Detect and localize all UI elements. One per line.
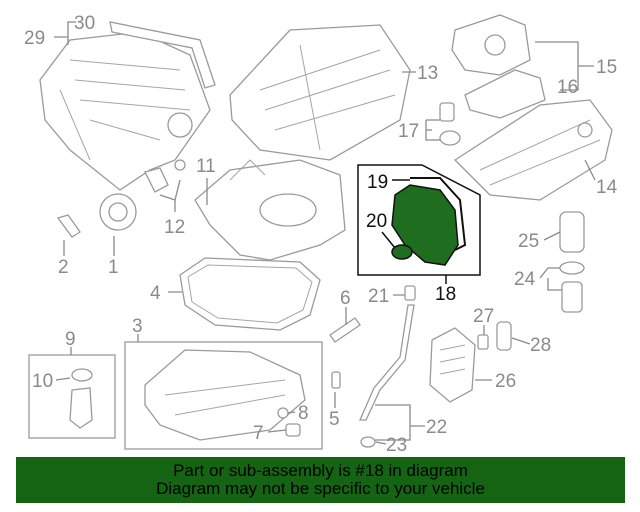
callout-14[interactable]: 14	[596, 177, 618, 198]
callout-15[interactable]: 15	[596, 57, 617, 78]
part-3-callout-box[interactable]	[124, 341, 323, 450]
callout-21[interactable]: 21	[368, 286, 389, 307]
cylinder-head[interactable]	[229, 24, 411, 161]
timing-cover	[391, 184, 459, 266]
banner-line-disclaimer: Diagram may not be specific to your vehi…	[156, 479, 485, 498]
callout-29[interactable]: 29	[24, 28, 45, 49]
valve-cover[interactable]	[453, 99, 613, 201]
callout-5[interactable]: 5	[329, 409, 340, 430]
vacuum-pump[interactable]	[451, 14, 531, 76]
timing-cover-gasket	[410, 177, 467, 251]
callout-7[interactable]: 7	[253, 423, 264, 444]
banner-line-part: Part or sub-assembly is #18 in diagram	[173, 461, 468, 480]
callout-4[interactable]: 4	[150, 283, 161, 304]
callout-18[interactable]: 18	[435, 284, 456, 305]
callout-23[interactable]: 23	[386, 435, 407, 456]
callout-30[interactable]: 30	[74, 13, 95, 34]
intake-manifold[interactable]	[39, 31, 211, 191]
callout-20[interactable]: 20	[366, 211, 387, 232]
callout-13[interactable]: 13	[417, 63, 438, 84]
callout-26[interactable]: 26	[495, 371, 516, 392]
callout-9[interactable]: 9	[65, 329, 76, 350]
callout-1[interactable]: 1	[108, 257, 119, 278]
bolt-part-2[interactable]	[56, 214, 81, 238]
callout-22[interactable]: 22	[426, 417, 447, 438]
callout-2[interactable]: 2	[58, 257, 69, 278]
callout-3[interactable]: 3	[132, 316, 143, 337]
callout-17[interactable]: 17	[398, 121, 419, 142]
pump-gasket[interactable]	[464, 69, 546, 119]
oil-level-part-6[interactable]	[329, 317, 361, 343]
callout-25[interactable]: 25	[518, 231, 539, 252]
callout-8[interactable]: 8	[298, 403, 309, 424]
dipstick-tube[interactable]	[359, 285, 416, 448]
sensor-part-12[interactable]	[144, 159, 186, 193]
callout-16[interactable]: 16	[557, 77, 578, 98]
sensor-part-17[interactable]	[439, 102, 461, 146]
oil-cooler[interactable]	[429, 327, 476, 403]
part-9-callout-box[interactable]	[28, 354, 116, 439]
callout-12[interactable]: 12	[164, 217, 185, 238]
oil-filter-housing[interactable]	[559, 211, 585, 313]
small-parts-5-7-8[interactable]	[277, 371, 341, 437]
parts-27-28[interactable]	[477, 321, 512, 351]
callout-27[interactable]: 27	[473, 306, 494, 327]
manifold-gasket[interactable]	[109, 21, 216, 89]
upper-oil-pan[interactable]	[194, 159, 346, 261]
callout-11[interactable]: 11	[196, 156, 216, 177]
info-banner: Part or sub-assembly is #18 in diagram D…	[16, 457, 625, 503]
crankshaft-pulley[interactable]	[99, 193, 137, 231]
callout-24[interactable]: 24	[514, 269, 536, 290]
callout-19[interactable]: 19	[367, 172, 388, 193]
timing-cover-seal	[391, 244, 413, 260]
callout-6[interactable]: 6	[340, 288, 351, 309]
oil-pan-gasket[interactable]	[179, 257, 321, 331]
callout-28[interactable]: 28	[530, 335, 551, 356]
part-18-callout-box[interactable]	[357, 164, 481, 284]
callout-10[interactable]: 10	[32, 371, 53, 392]
